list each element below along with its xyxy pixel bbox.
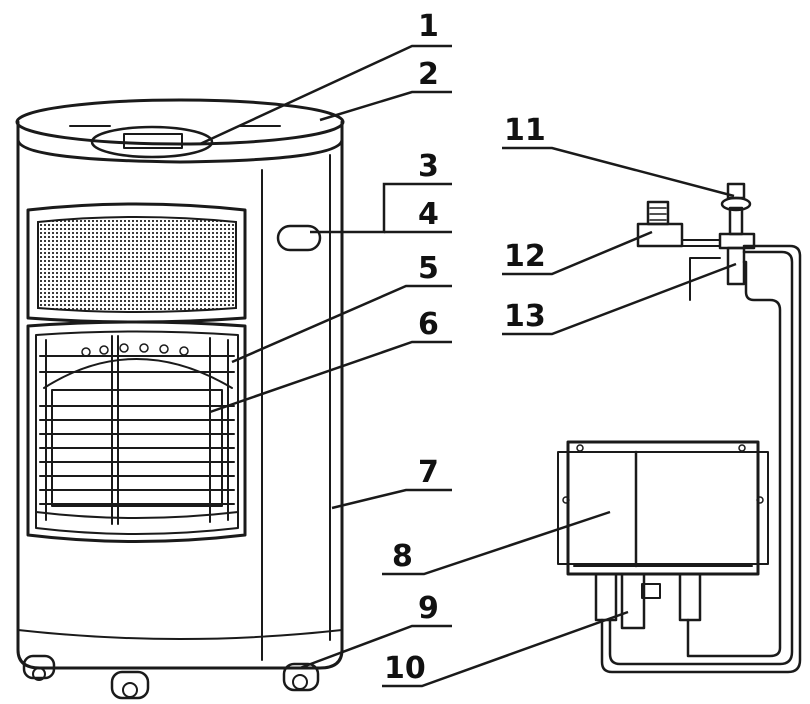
side-handle <box>276 224 322 252</box>
gas-cylinder-compartment <box>557 440 769 576</box>
gas-pipes <box>600 244 802 674</box>
part-labels: 1 2 3 4 5 6 7 8 9 10 11 12 13 <box>384 9 546 686</box>
leader-lines <box>199 44 737 688</box>
pipe-fittings <box>594 572 702 630</box>
burner-window <box>26 320 247 543</box>
label-part-2: 2 <box>418 57 439 92</box>
label-part-11: 11 <box>504 113 546 148</box>
caster-wheels <box>22 654 320 700</box>
label-part-12: 12 <box>504 239 546 274</box>
label-part-8: 8 <box>392 539 413 574</box>
upper-grille-mesh <box>37 216 237 313</box>
label-part-1: 1 <box>418 9 439 44</box>
label-part-10: 10 <box>384 651 426 686</box>
heater-body <box>15 98 345 700</box>
label-part-13: 13 <box>504 299 546 334</box>
piezo-igniter <box>636 200 684 248</box>
burner-nozzles <box>81 343 189 357</box>
safety-guard <box>39 335 235 525</box>
label-part-3: 3 <box>418 149 439 184</box>
label-part-7: 7 <box>418 455 439 490</box>
top-handle-opening <box>90 125 214 159</box>
control-knob <box>720 182 752 236</box>
label-part-5: 5 <box>418 251 439 286</box>
label-part-6: 6 <box>418 307 439 342</box>
upper-grille-frame <box>26 202 247 324</box>
label-part-9: 9 <box>418 591 439 626</box>
label-part-4: 4 <box>418 197 439 232</box>
top-cap <box>15 98 345 146</box>
